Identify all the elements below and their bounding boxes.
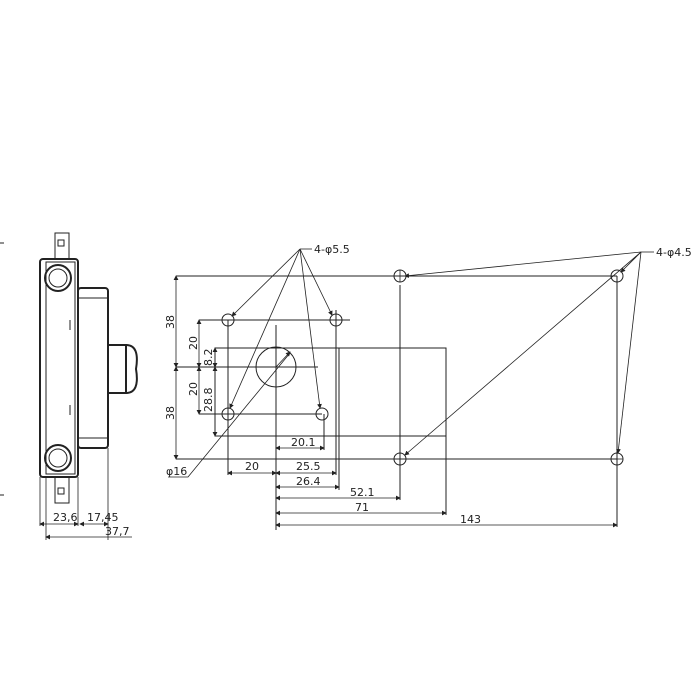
dim-17-45: 17,45 [87, 511, 119, 524]
dim-143: 143 [460, 513, 481, 526]
callout-4-phi5-5: 4-φ5.5 [314, 243, 350, 256]
small-holes [221, 313, 343, 421]
large-holes [393, 269, 624, 466]
center-hole [255, 346, 297, 388]
dim-23-6: 23,6 [53, 511, 78, 524]
dim-52-1: 52.1 [350, 486, 375, 499]
dim-20-upper: 20 [187, 336, 200, 350]
side-mount-boss-top [44, 264, 72, 292]
dim-20-1: 20.1 [291, 436, 316, 449]
side-body [77, 287, 109, 449]
dim-38-upper: 38 [164, 315, 177, 329]
mounting-layout: 4-φ5.5 4-φ4.5 φ16 38 38 20 20 8.2 28.8 2… [164, 243, 692, 530]
dim-20: 20 [245, 460, 259, 473]
dim-20-lower: 20 [187, 382, 200, 396]
dim-28-8: 28.8 [202, 388, 215, 413]
side-button [107, 344, 127, 394]
side-mount-boss-bottom [44, 444, 72, 472]
dim-26-4: 26.4 [296, 475, 321, 488]
cutout-rect [214, 347, 447, 437]
side-view: 23,6 17,45 37,7 [0, 232, 138, 540]
dim-71: 71 [355, 501, 369, 514]
dim-25-5: 25.5 [296, 460, 321, 473]
callout-phi16: φ16 [166, 465, 187, 478]
leaders [168, 248, 654, 478]
dim-37-7: 37,7 [105, 525, 130, 538]
dim-38-lower: 38 [164, 406, 177, 420]
callout-4-phi4-5: 4-φ4.5 [656, 246, 692, 259]
dim-8-2: 8.2 [202, 349, 215, 367]
